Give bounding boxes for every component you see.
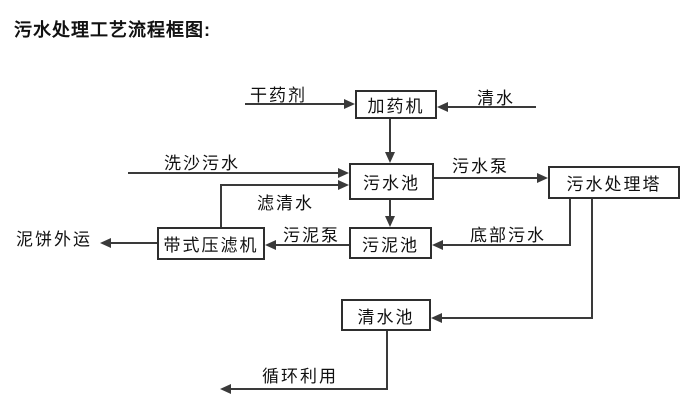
label-mud-cake-outbound: 泥饼外运 <box>16 230 92 249</box>
arrowhead-left-icon <box>431 313 442 323</box>
line-clean-water <box>448 106 536 108</box>
label-sludge-pump: 污泥泵 <box>283 226 340 245</box>
line-filtered-water <box>220 184 338 186</box>
line-mud-cake <box>111 242 157 244</box>
line-bottom-sewage-drop <box>569 199 571 245</box>
label-sand-washing-sewage: 洗沙污水 <box>164 154 240 173</box>
arrowhead-left-icon <box>220 384 231 394</box>
label-sewage-pump: 污水泵 <box>452 157 509 176</box>
node-sludge-pool: 污泥池 <box>349 227 432 259</box>
label-recycling: 循环利用 <box>262 367 338 386</box>
line-dosing-to-sewage <box>389 119 391 153</box>
arrowhead-right-icon <box>338 168 349 178</box>
label-bottom-sewage: 底部污水 <box>470 226 546 245</box>
node-belt-filter-press: 带式压滤机 <box>157 227 265 260</box>
line-sludge-pump <box>276 244 349 246</box>
line-bottom-sewage <box>443 244 571 246</box>
line-tower-to-clean <box>442 317 593 319</box>
arrowhead-left-icon <box>100 238 111 248</box>
node-dosing-machine: 加药机 <box>355 90 437 119</box>
arrowhead-right-icon <box>344 99 355 109</box>
arrowhead-right-icon <box>537 173 548 183</box>
arrowhead-left-icon <box>437 102 448 112</box>
label-clean-water: 清水 <box>477 89 515 108</box>
node-sewage-pool: 污水池 <box>349 163 434 200</box>
line-sand-washing <box>128 172 338 174</box>
arrowhead-down-icon <box>385 216 395 227</box>
node-treatment-tower: 污水处理塔 <box>548 166 680 199</box>
line-recycle-drop <box>386 331 388 389</box>
node-clean-water-pool: 清水池 <box>341 299 431 331</box>
line-tower-to-clean-drop <box>591 199 593 318</box>
arrowhead-down-icon <box>385 152 395 163</box>
line-filtered-water-riser <box>220 185 222 227</box>
line-sewage-pump <box>434 177 537 179</box>
label-dry-chemical: 干药剂 <box>250 86 307 105</box>
page-title: 污水处理工艺流程框图: <box>14 20 211 40</box>
line-dry-chemical <box>245 103 345 105</box>
arrowhead-right-icon <box>338 180 349 190</box>
arrowhead-left-icon <box>265 240 276 250</box>
line-recycle <box>231 388 388 390</box>
line-sewage-to-sludge <box>389 200 391 217</box>
arrowhead-left-icon <box>432 240 443 250</box>
label-filtered-water: 滤清水 <box>257 194 314 213</box>
